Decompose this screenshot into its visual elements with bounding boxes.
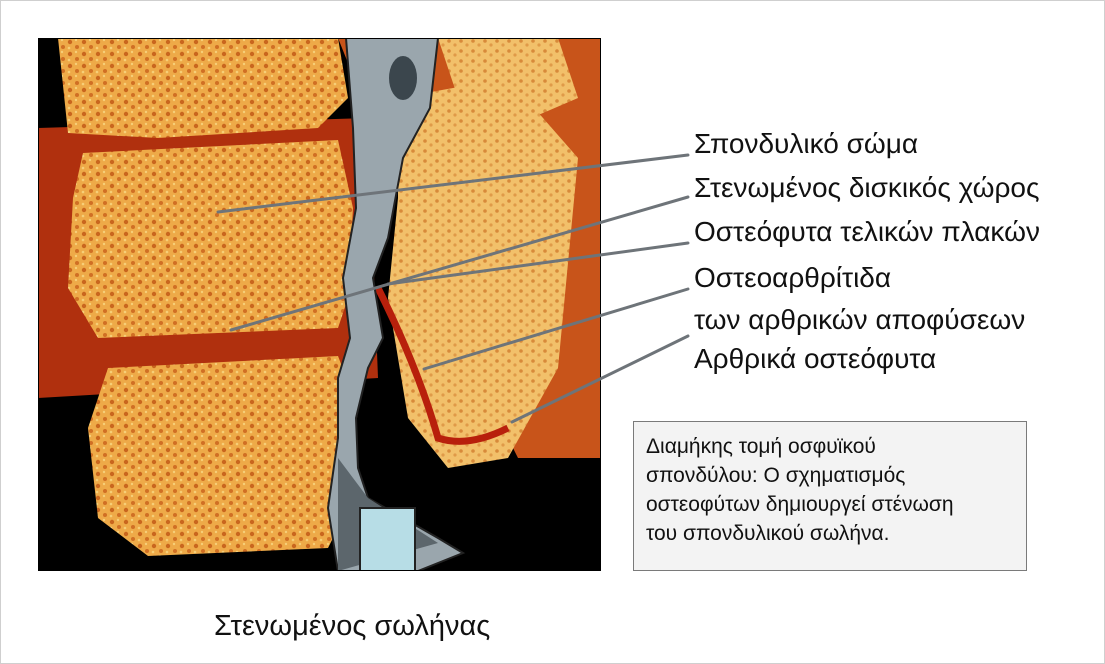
label-endplate-osteophytes: Οστεόφυτα τελικών πλακών xyxy=(694,216,1040,248)
label-facet-osteoarthritis-1: Οστεοαρθρίτιδα xyxy=(694,262,891,294)
label-vertebral-body: Σπονδυλικό σώμα xyxy=(694,128,918,160)
caption-line-1: Διαμήκης τομή οσφυϊκού xyxy=(646,432,1014,461)
spine-section-photo xyxy=(38,38,601,571)
caption-line-3: οστεοφύτων δημιουργεί στένωση xyxy=(646,490,1014,519)
label-articular-osteophytes: Αρθρικά οστεόφυτα xyxy=(694,343,936,375)
label-narrowed-canal: Στενωμένος σωλήνας xyxy=(214,610,490,643)
upper-vertebra xyxy=(58,38,348,138)
vertebral-body-lower xyxy=(88,356,358,556)
caption-line-4: του σπονδυλικού σωλήνα. xyxy=(646,519,1014,548)
vertebral-body-upper xyxy=(68,140,353,338)
caption-line-2: σπονδύλου: Ο σχηματισμός xyxy=(646,461,1014,490)
label-narrowed-disc-space: Στενωμένος δισκικός χώρος xyxy=(694,172,1039,204)
canal-arrow xyxy=(360,508,415,571)
label-facet-osteoarthritis-2: των αρθρικών αποφύσεων xyxy=(694,304,1025,336)
caption-box: Διαμήκης τομή οσφυϊκού σπονδύλου: Ο σχημ… xyxy=(633,421,1027,571)
